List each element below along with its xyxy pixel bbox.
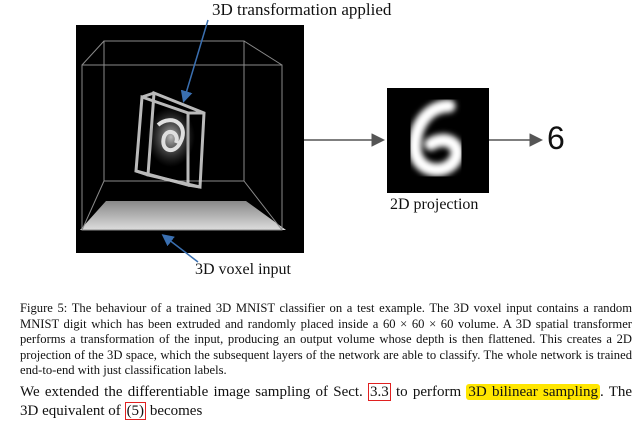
body-text-2: to perform [396,384,462,400]
body-text-3: . The 3D equivalent of [20,384,633,419]
body-paragraph: We extended the differentiable image sam… [20,383,632,421]
floor-plane [80,201,286,230]
digit-six-blob [408,99,464,177]
equation-reference-link[interactable]: (5) [124,402,147,420]
caption-text: The behaviour of a trained 3D MNIST clas… [20,301,632,378]
projection-image [387,88,489,193]
predicted-digit: 6 [547,120,565,156]
highlighted-phrase: 3D bilinear sampling [466,384,600,400]
projection-label: 2D projection [390,196,479,213]
transformation-label: 3D transformation applied [212,0,392,19]
figure-caption: Figure 5: The behaviour of a trained 3D … [20,301,632,379]
digit-stroke [156,118,185,153]
section-reference-link[interactable]: 3.3 [368,383,391,401]
body-text-4: becomes [149,403,203,419]
voxel-input-label: 3D voxel input [195,261,291,278]
body-text-1: We extended the differentiable image sam… [20,384,363,400]
voxel-volume-figure [76,25,304,253]
digit-voxels [147,107,195,167]
caption-prefix: Figure 5: [20,301,68,315]
